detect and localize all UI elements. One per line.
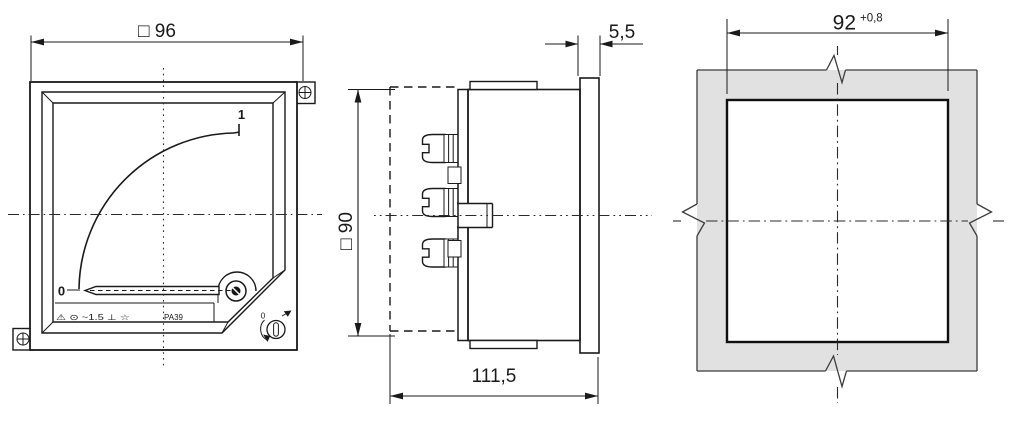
dial-strip [55, 302, 215, 322]
terminal-cover-dashed [389, 86, 459, 332]
front-meter-view: 0 1 0 ⚠ ⊙ ~1.5 ⊥ ☆ PA39 [8, 21, 322, 368]
dimension-cutout-92: 92 +0,8 [726, 12, 949, 94]
screw-head-icon [298, 86, 312, 99]
dimension-cutout-label: 92 [833, 12, 856, 35]
dimension-bezel-label: 5,5 [609, 22, 635, 43]
scale-arc [67, 124, 240, 291]
front-bezel-flange [579, 77, 600, 354]
break-marks [681, 53, 993, 389]
dial-markings: ⚠ ⊙ ~1.5 ⊥ ☆ [56, 313, 130, 322]
terminal-screw-top [421, 133, 459, 164]
dimension-cutout-tolerance: +0,8 [860, 13, 883, 25]
panel-cutout-view: 92 +0,8 [673, 12, 1004, 403]
body-tab-bottom [469, 339, 538, 350]
cutout-centerlines [673, 46, 1004, 403]
dimension-depth-label: 111,5 [472, 366, 517, 387]
dimension-width-label: □ 96 [138, 21, 176, 42]
pivot [225, 280, 247, 302]
dimension-height-90: □ 90 [336, 89, 395, 337]
scale-one-label: 1 [238, 107, 245, 122]
dimension-depth-111-5: 111,5 [389, 334, 599, 404]
body-tab-top [469, 80, 538, 91]
side-view: □ 90 111,5 5,5 [336, 22, 652, 404]
dimension-width-96: □ 96 [30, 21, 304, 81]
zero-adjuster-icon: 0 [260, 310, 292, 342]
model-label: PA39 [164, 313, 184, 322]
panel-border [696, 69, 978, 372]
scale-zero-label: 0 [58, 284, 65, 299]
break-mark-right [968, 203, 993, 237]
terminal-screw-middle [421, 187, 459, 218]
screw-head-icon [16, 332, 30, 346]
break-mark-top [825, 53, 847, 85]
mounting-ear-top-right [294, 81, 316, 105]
terminal-nub-upper [447, 166, 462, 184]
break-mark-bottom [824, 354, 848, 389]
bezel-frame [41, 91, 286, 334]
break-mark-left [681, 203, 706, 237]
dimension-height-label: □ 90 [336, 212, 357, 250]
dimension-bezel-5-5: 5,5 [545, 22, 643, 76]
needle [82, 285, 232, 296]
terminal-nub-lower [447, 240, 462, 258]
zero-adjust-label: 0 [261, 312, 266, 321]
